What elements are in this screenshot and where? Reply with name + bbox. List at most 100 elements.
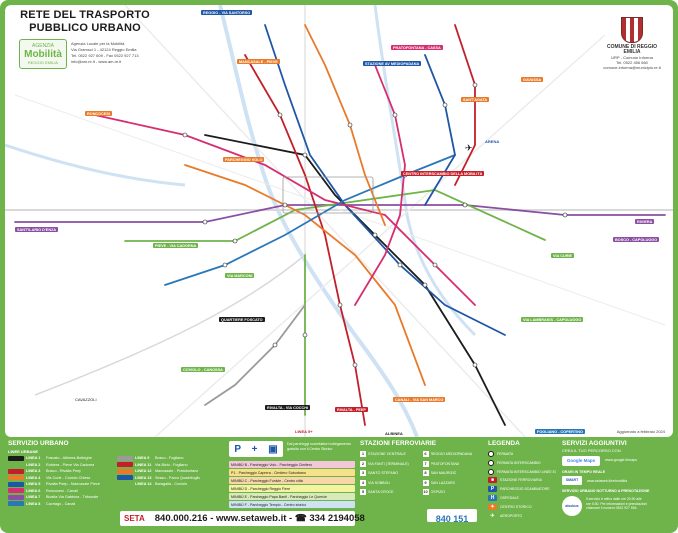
network-map: ✈ RETE DEL TRASPORTO PUBBLICO URBANO AGE…	[5, 5, 673, 437]
map-tag[interactable]: REGGIO - VIA SANTORSO	[201, 10, 253, 15]
park-note-line: Dai parcheggi scambiatori collegamento	[287, 442, 351, 446]
station-number: 7	[422, 460, 429, 467]
map-tag[interactable]: STAZIONE AV MEDIOPADANA	[363, 61, 422, 66]
line-chip	[8, 481, 24, 487]
park-row[interactable]: MINIBÙ F - Parcheggio Tempio - Centro st…	[229, 501, 355, 508]
line-chip	[8, 455, 24, 461]
map-tag[interactable]: SANT'ILARIO D'ENZA	[15, 227, 59, 232]
station-number: 4	[360, 479, 366, 486]
additional-services-title: SERVIZI AGGIUNTIVI	[562, 440, 627, 447]
map-tag[interactable]: PARCHEGGIO VOLO	[223, 157, 265, 162]
map-tag[interactable]: QUARTIERE FOSCATO	[219, 317, 265, 322]
map-tag[interactable]: RIVIERA	[635, 219, 655, 224]
map-tag[interactable]: RIVALTA - VIA COCCHI	[265, 405, 311, 410]
map-tag[interactable]: COVIOLO - CANOSSA	[181, 367, 225, 372]
agency-logo-top: AGENZIA	[32, 43, 54, 49]
map-tag[interactable]: RONCOCESI	[85, 111, 112, 116]
park-row[interactable]: MINIBÙ C - Parcheggio Funivie - Centro c…	[229, 477, 355, 484]
map-key-items: FERMATA FERMATA INTERSCAMBIO FERMATA INT…	[488, 450, 556, 520]
map-tag[interactable]: VIA CURIE	[551, 253, 575, 258]
contact-line[interactable]: 840.000.216 - www.setaweb.it - ☎ 334 219…	[154, 513, 365, 524]
park-row[interactable]: MINIBÙ E - Parcheggio Papa Banfi - Parch…	[229, 493, 355, 500]
station-name: SANTA CROCE	[368, 490, 394, 494]
google-maps-link[interactable]: www.google.it/maps	[605, 458, 637, 462]
legend-label: PARCHEGGIO SCAMBIATORE	[500, 487, 550, 492]
station-number: 2	[360, 460, 366, 467]
map-label: CAVAZZOLI	[75, 397, 97, 402]
map-tag[interactable]: CANALI - VIA SAN MARCO	[393, 397, 446, 402]
line-chip	[8, 475, 24, 480]
park-row[interactable]: MINIBÙ B - Parcheggio Volo - Parcheggio …	[229, 461, 355, 468]
map-tag[interactable]: GAVASSA	[521, 77, 544, 82]
legend-row: FERMATA	[488, 450, 556, 458]
line-chip	[8, 488, 24, 493]
line-chip	[117, 475, 133, 480]
title-line-2: PUBBLICO URBANO	[29, 22, 141, 34]
line-code: LINEA 13	[135, 475, 152, 480]
train-info-phone[interactable]: 840 151 152	[427, 509, 477, 533]
line-name: Via Bizio - Fogliano	[155, 462, 188, 467]
bus-icon: ▣	[268, 443, 278, 455]
comune-info-line: Tel. 0522 456 660	[616, 60, 648, 65]
map-tag[interactable]: MANCASALE - PIEVE	[237, 59, 280, 64]
google-maps-badge[interactable]: Google Maps	[562, 456, 600, 466]
map-tag[interactable]: PIEVE - VIA CADORNA	[153, 243, 199, 248]
map-tag[interactable]: PRATOFONTANA - CASSA	[391, 45, 443, 50]
station-name: OSPIZIO	[430, 490, 446, 494]
line-chip	[8, 501, 24, 506]
interchange-stop-icon	[488, 459, 494, 466]
map-tag[interactable]: RIVALTA - PEEP	[335, 407, 368, 412]
legend-label: FERMATA INTERSCAMBIO	[497, 460, 541, 465]
line-code: LINEA 3	[26, 469, 41, 473]
line-chip	[8, 468, 24, 474]
alsobus-logo: alsobus	[562, 496, 582, 516]
line-code: LINEA 2	[26, 462, 41, 467]
realtime-heading: ORARI IN TEMPO REALE	[562, 470, 606, 474]
legend-label: OSPEDALE	[500, 495, 519, 500]
station-name: STAZIONE CENTRALE	[368, 452, 406, 456]
map-tag[interactable]: VIA LAMBRAKIS - CAPOLUOGO	[521, 317, 584, 322]
additional-services-subtitle: CREA IL TUO PERCORSO CON	[562, 448, 621, 453]
station-number: 5	[360, 489, 366, 495]
route-map-svg: ✈	[5, 5, 673, 437]
smart-badge[interactable]: SMART	[562, 476, 582, 485]
map-tag[interactable]: CENTRO INTERSCAMBIO DELLA MOBILITÀ	[401, 171, 485, 176]
legend-row: FERMATA INTERSCAMBIO	[488, 459, 556, 467]
realtime-link[interactable]: www.setaweb.it/re/mobilita	[587, 479, 627, 483]
park-row[interactable]: P1 - Parcheggio Caprera - Cimitero Subur…	[229, 469, 355, 476]
map-label: ARENA	[485, 139, 500, 144]
map-tag[interactable]: VIA MARCONI	[225, 273, 255, 278]
poster-title: RETE DEL TRASPORTO PUBBLICO URBANO AGENZ…	[13, 9, 157, 69]
map-tag[interactable]: SANT'AGATA	[461, 97, 490, 102]
map-tag[interactable]: FOGLIANO - COPERTINO	[535, 429, 585, 434]
park-row[interactable]: MINIBÙ D - Parcheggio Reggio Fiere	[229, 485, 355, 492]
map-tag[interactable]: BOSCO - CAPOLUOGO	[613, 237, 660, 242]
legend-row: ✈AEROPORTO	[488, 512, 556, 520]
station-number: 10	[422, 489, 429, 495]
